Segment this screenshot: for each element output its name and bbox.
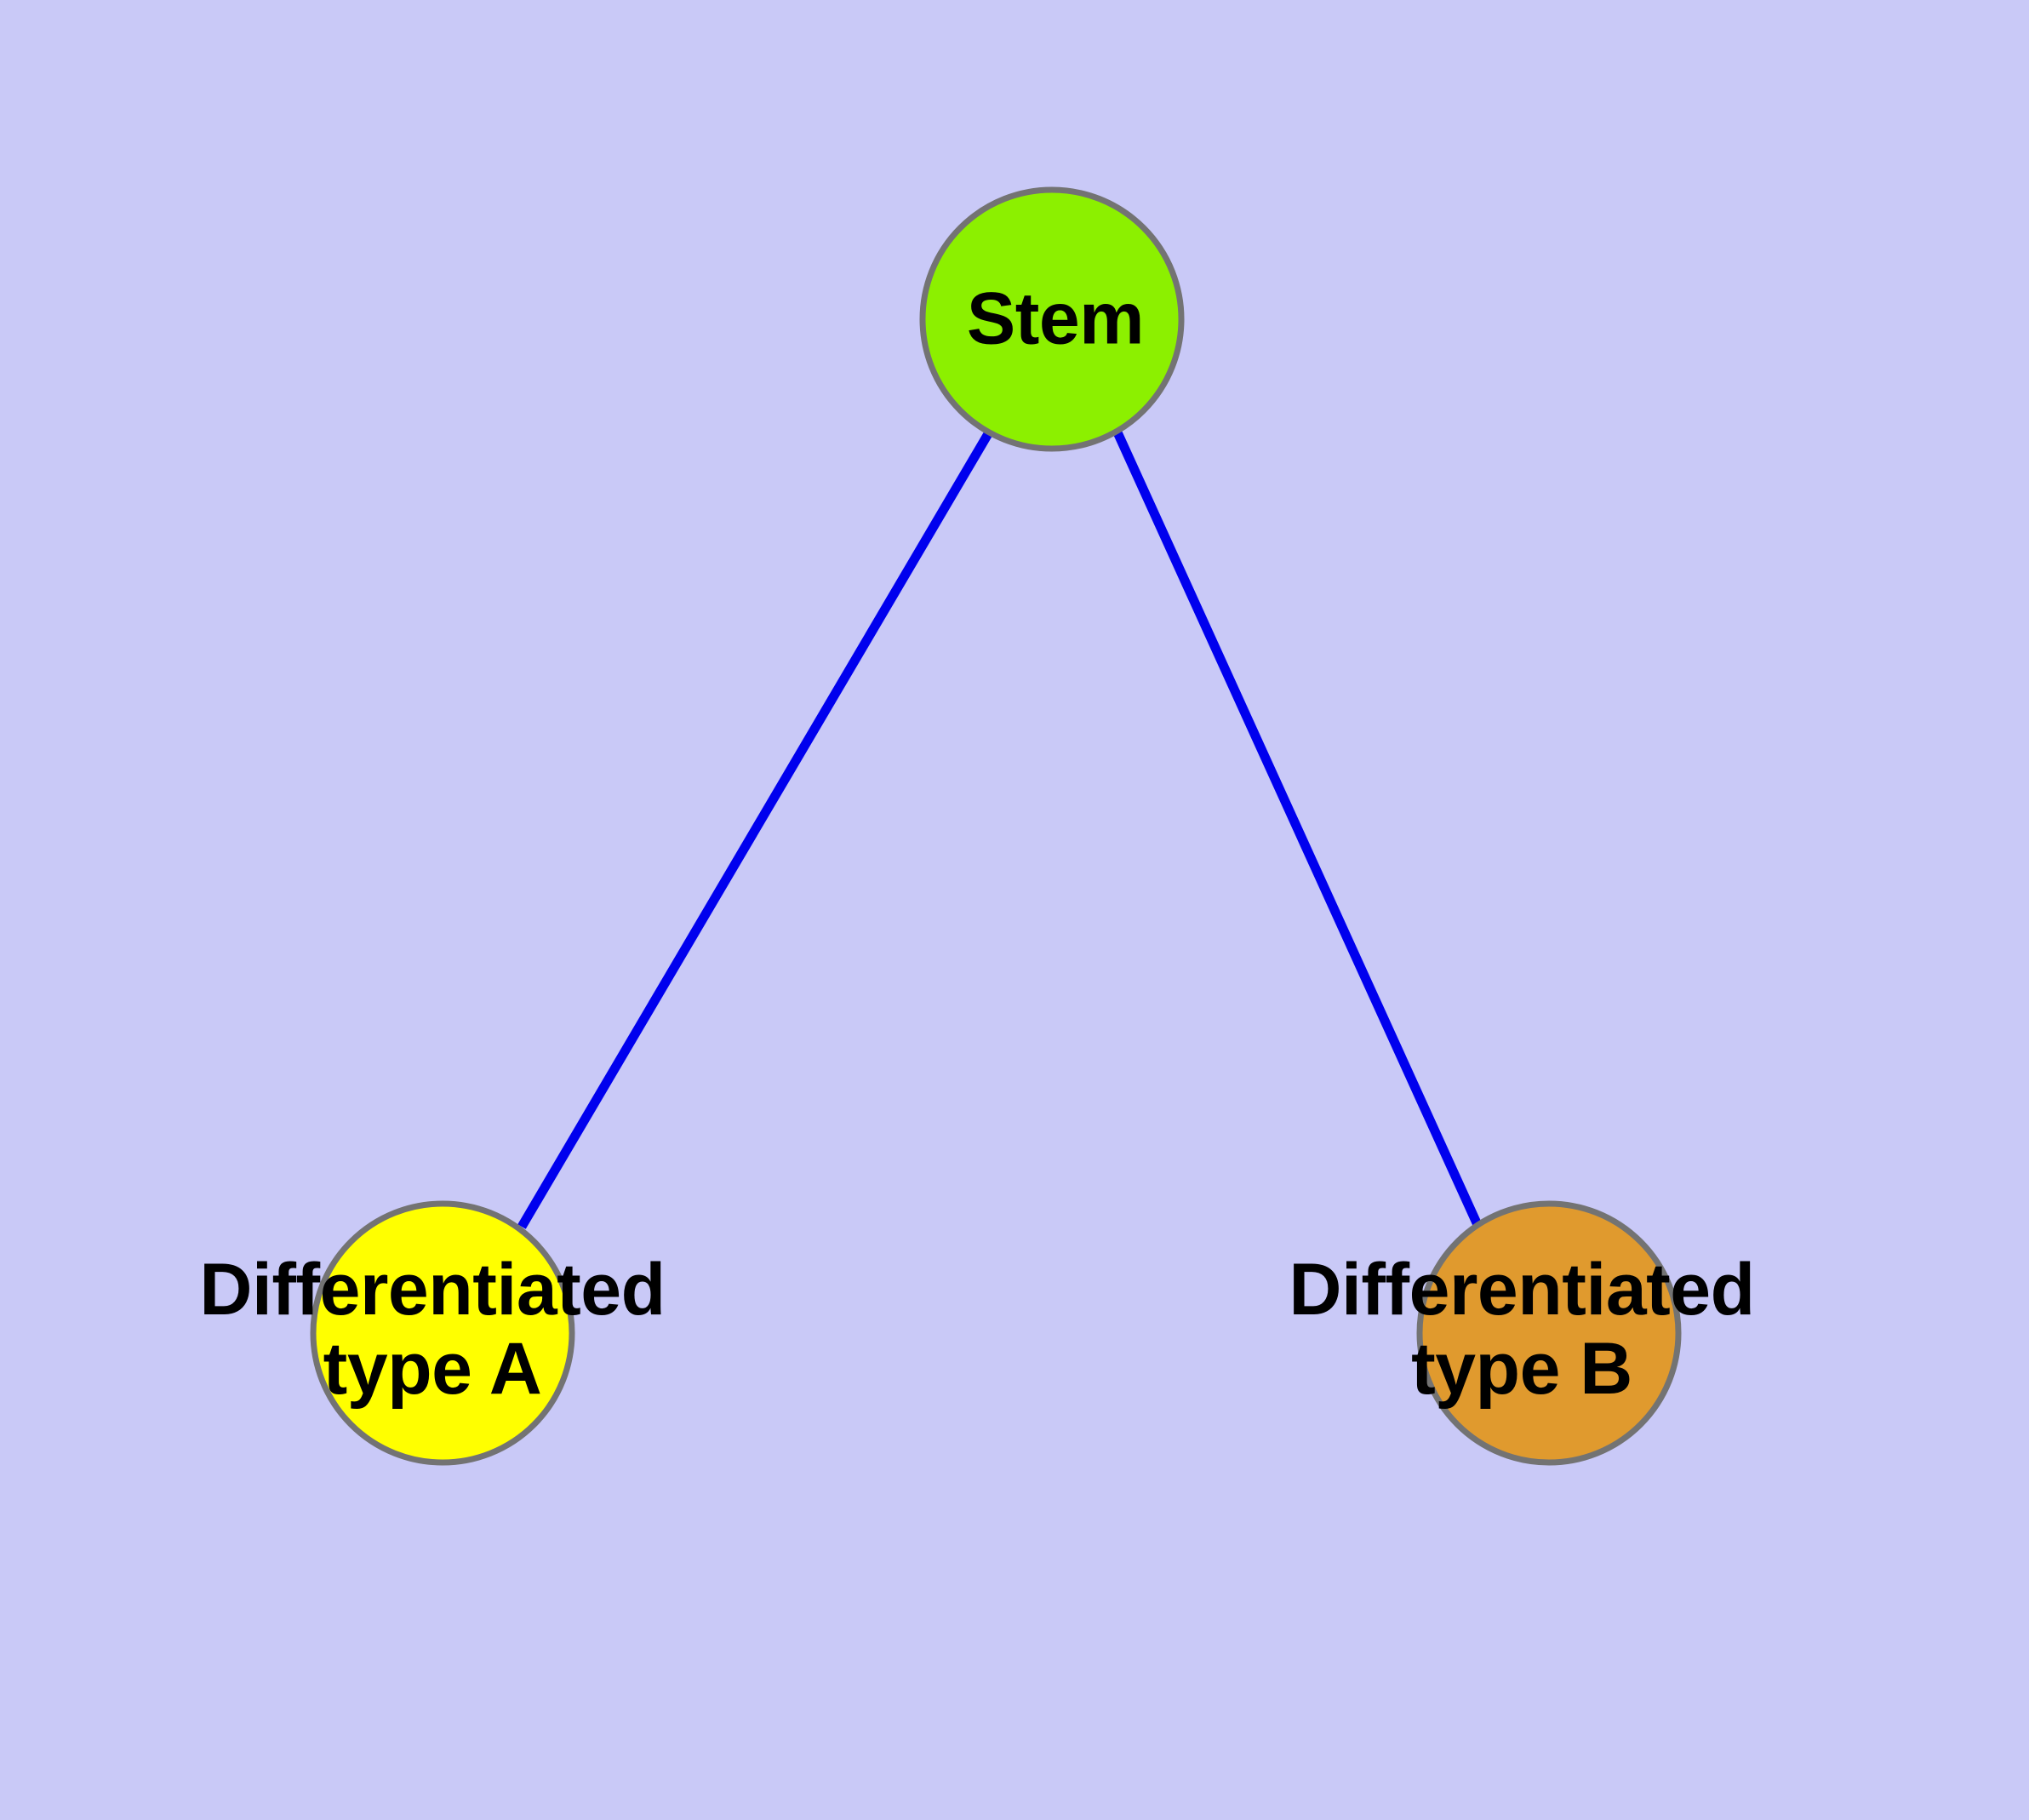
edge-stem-to-diff-b[interactable] [1112, 430, 1483, 1229]
edge-stem-to-diff-a[interactable] [517, 430, 993, 1229]
node-circle-diff-b[interactable] [1416, 1200, 1682, 1466]
node-circle-stem[interactable] [919, 186, 1185, 452]
node-circle-diff-a[interactable] [310, 1200, 575, 1466]
